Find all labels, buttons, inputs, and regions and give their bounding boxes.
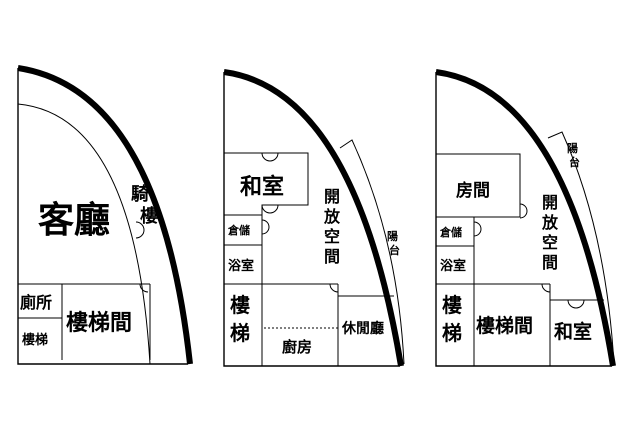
plan-3-bedroom-label: 房間	[456, 180, 490, 201]
plan-3-open-3: 空	[542, 233, 558, 252]
plan-1-outer-arc	[17, 65, 193, 365]
plan-1-stair-hall-label: 樓梯間	[66, 310, 132, 336]
plan-2-open-2: 放	[323, 207, 341, 226]
plan-3-balcony-arc	[547, 131, 615, 365]
plan-3-stair-hall-label: 樓梯間	[476, 314, 533, 337]
plan-1-toilet-label: 廁所	[20, 293, 52, 312]
plan-2-door-3	[261, 219, 270, 235]
plan-2-open-3: 空	[324, 227, 340, 246]
plan-2-balcony-arc	[339, 139, 405, 365]
plan-2-balcony-2: 台	[389, 243, 400, 257]
plan-3-stairs-1: 樓	[442, 293, 462, 317]
plan-3-outline	[435, 72, 612, 367]
plan-2: 和室 開 放 空 間 倉儲 浴室 樓 梯 廚房 休閒廳 陽 台	[223, 69, 405, 367]
plan-2-balcony-1: 陽	[387, 229, 398, 243]
plan-3-door-4	[567, 299, 585, 309]
plan-1-outline	[17, 68, 188, 365]
plan-2-open-1: 開	[324, 187, 340, 206]
plan-3-open-4: 間	[542, 253, 558, 272]
plan-3-door-2	[473, 221, 482, 237]
plan-1-stairs-small-label: 樓梯	[22, 332, 48, 348]
plan-2-open-4: 間	[324, 247, 340, 266]
plan-2-stairs-2: 梯	[230, 321, 250, 345]
plan-1-arcade-label-2: 樓	[140, 205, 158, 227]
plan-3-open-2: 放	[541, 213, 559, 232]
plan-2-japanese-box	[224, 152, 309, 284]
plan-1-living-label: 客廳	[38, 199, 110, 241]
plan-2-door-4	[329, 283, 339, 293]
plan-2-door-2	[261, 204, 279, 214]
plan-3-balcony-2: 台	[569, 155, 580, 169]
plan-3: 房間 開 放 空 間 倉儲 浴室 樓 梯 樓梯間 和室 陽 台	[435, 69, 616, 367]
plan-1-inner-arc	[17, 103, 151, 365]
plan-1-arcade-label-1: 騎	[131, 183, 149, 205]
plan-2-bath-label: 浴室	[228, 258, 254, 274]
plan-3-stairs-2: 梯	[442, 321, 462, 345]
plan-2-lounge-box	[337, 284, 394, 366]
plan-3-open-1: 開	[542, 193, 558, 212]
plan-2-outer-arc	[223, 69, 404, 367]
plan-2-lounge-label: 休閒廳	[341, 320, 384, 337]
plan-3-bedroom-box	[436, 153, 521, 284]
plan-2-storage-label: 倉儲	[227, 223, 250, 237]
plan-3-storage-lines	[436, 216, 550, 285]
plan-2-stairs-1: 樓	[230, 293, 250, 317]
plan-3-storage-label: 倉儲	[439, 225, 462, 239]
plan-1-door-arc	[135, 221, 145, 239]
plan-2-door-1	[261, 152, 279, 162]
plan-1: 客廳 騎 樓 廁所 樓梯 樓梯間	[17, 65, 193, 365]
plan-3-bath-label: 浴室	[440, 258, 466, 274]
plan-3-stair-hall-box	[549, 284, 604, 366]
plan-2-storage-lines	[224, 214, 338, 285]
plan-3-door-3	[541, 283, 551, 293]
plan-3-japanese-label: 和室	[554, 320, 592, 343]
plan-3-balcony-1: 陽	[567, 141, 578, 155]
plan-3-door-1	[519, 203, 528, 219]
plan-1-door-arc-2	[139, 283, 149, 293]
plan-1-toilet-box	[18, 284, 63, 360]
plan-3-outer-arc	[435, 69, 616, 367]
plan-2-outline	[223, 72, 400, 367]
plan-2-japanese-label: 和室	[240, 174, 284, 200]
plan-2-kitchen-label: 廚房	[282, 338, 312, 356]
